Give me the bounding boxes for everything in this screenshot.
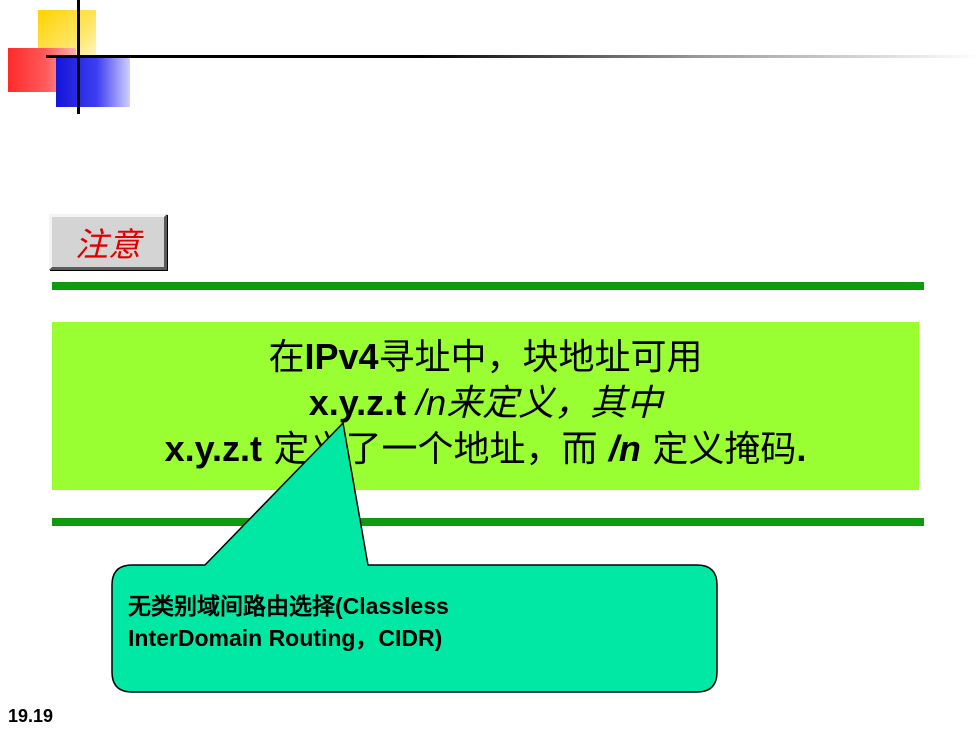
main-statement-box: 在IPv4寻址中，块地址可用 x.y.z.t /n来定义，其中 x.y.z.t … [52, 322, 919, 490]
top-green-rule [52, 282, 924, 290]
header-horizontal-line [46, 55, 980, 58]
note-label: 注意 [75, 225, 141, 264]
slide-number: 19.19 [8, 706, 54, 726]
callout-text: 无类别域间路由选择(Classless InterDomain Routing，… [128, 590, 708, 654]
statement-line-3: x.y.z.t 定义了一个地址，而 /n 定义掩码. [164, 428, 807, 470]
corner-decoration-blue [56, 55, 130, 107]
bottom-green-rule [52, 518, 924, 526]
note-button[interactable]: 注意 [49, 214, 167, 270]
callout-line-1: 无类别域间路由选择(Classless [128, 593, 449, 619]
statement-line-2: x.y.z.t /n来定义，其中 [308, 382, 663, 424]
callout-line-2: InterDomain Routing，CIDR) [128, 625, 443, 651]
statement-line-1: 在IPv4寻址中，块地址可用 [268, 336, 703, 378]
